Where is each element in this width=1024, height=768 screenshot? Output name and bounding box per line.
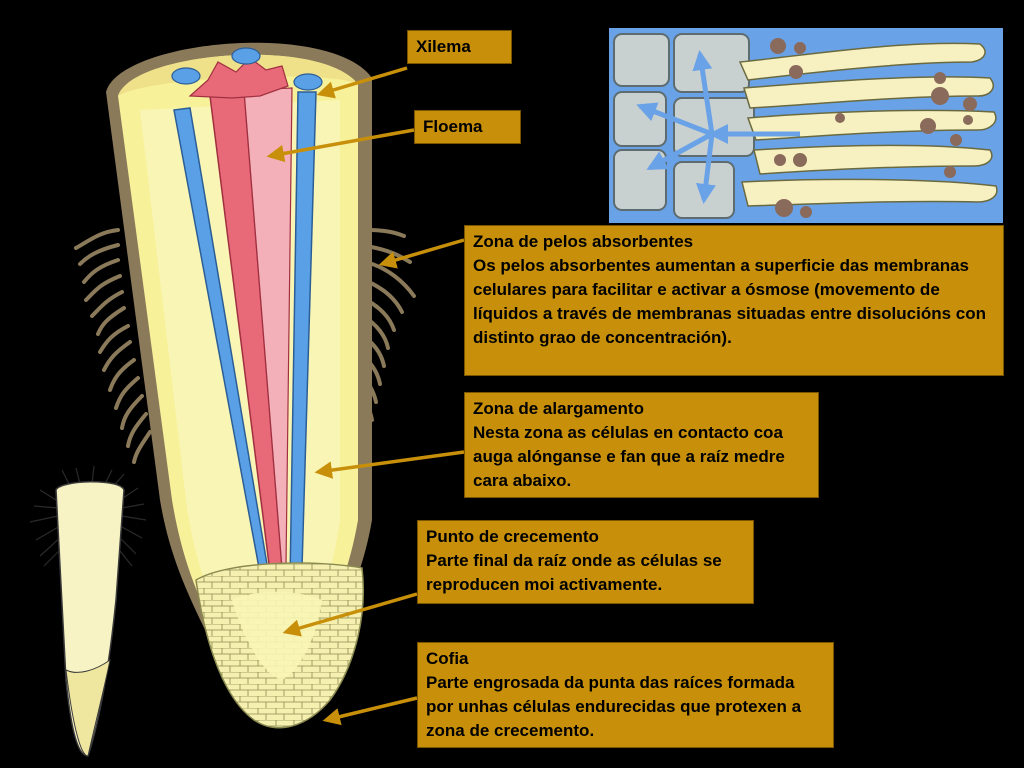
arrow-floema xyxy=(266,128,415,163)
label-zona-alargamento-body: Nesta zona as células en contacto coa au… xyxy=(473,423,785,490)
osmosis-arrows xyxy=(636,50,800,204)
label-zona-alargamento: Zona de alargamento Nesta zona as célula… xyxy=(464,392,819,498)
xylem-clusters xyxy=(171,47,323,91)
label-cofia: Cofia Parte engrosada da punta das raíce… xyxy=(417,642,834,748)
label-zona-pelos-body: Os pelos absorbentes aumentan a superfic… xyxy=(473,256,986,347)
small-root-illustration xyxy=(29,465,147,757)
arrow-xilema xyxy=(316,66,408,99)
label-cofia-title: Cofia xyxy=(426,649,469,668)
label-punto-crecemento-body: Parte final da raíz onde as células se r… xyxy=(426,551,722,594)
label-floema: Floema xyxy=(414,110,521,144)
leader-arrows xyxy=(266,66,465,726)
arrow-alargamento xyxy=(314,450,465,479)
label-zona-alargamento-title: Zona de alargamento xyxy=(473,399,644,418)
label-xilema: Xilema xyxy=(407,30,512,64)
vascular-cross-section xyxy=(188,57,289,99)
soil-particles xyxy=(770,38,977,218)
label-punto-crecemento: Punto de crecemento Parte final da raíz … xyxy=(417,520,754,604)
label-xilema-title: Xilema xyxy=(416,37,471,56)
arrow-pelos xyxy=(378,238,465,269)
growth-point xyxy=(232,591,322,680)
label-floema-title: Floema xyxy=(423,117,483,136)
inset-cells xyxy=(613,33,755,219)
root-section xyxy=(106,42,372,729)
label-zona-pelos-title: Zona de pelos absorbentes xyxy=(473,232,694,251)
label-punto-crecemento-title: Punto de crecemento xyxy=(426,527,599,546)
label-zona-pelos: Zona de pelos absorbentes Os pelos absor… xyxy=(464,225,1004,376)
osmosis-inset xyxy=(609,28,1003,223)
arrow-punto xyxy=(282,592,418,637)
arrow-cofia xyxy=(322,696,418,726)
label-cofia-body: Parte engrosada da punta das raíces form… xyxy=(426,673,802,740)
